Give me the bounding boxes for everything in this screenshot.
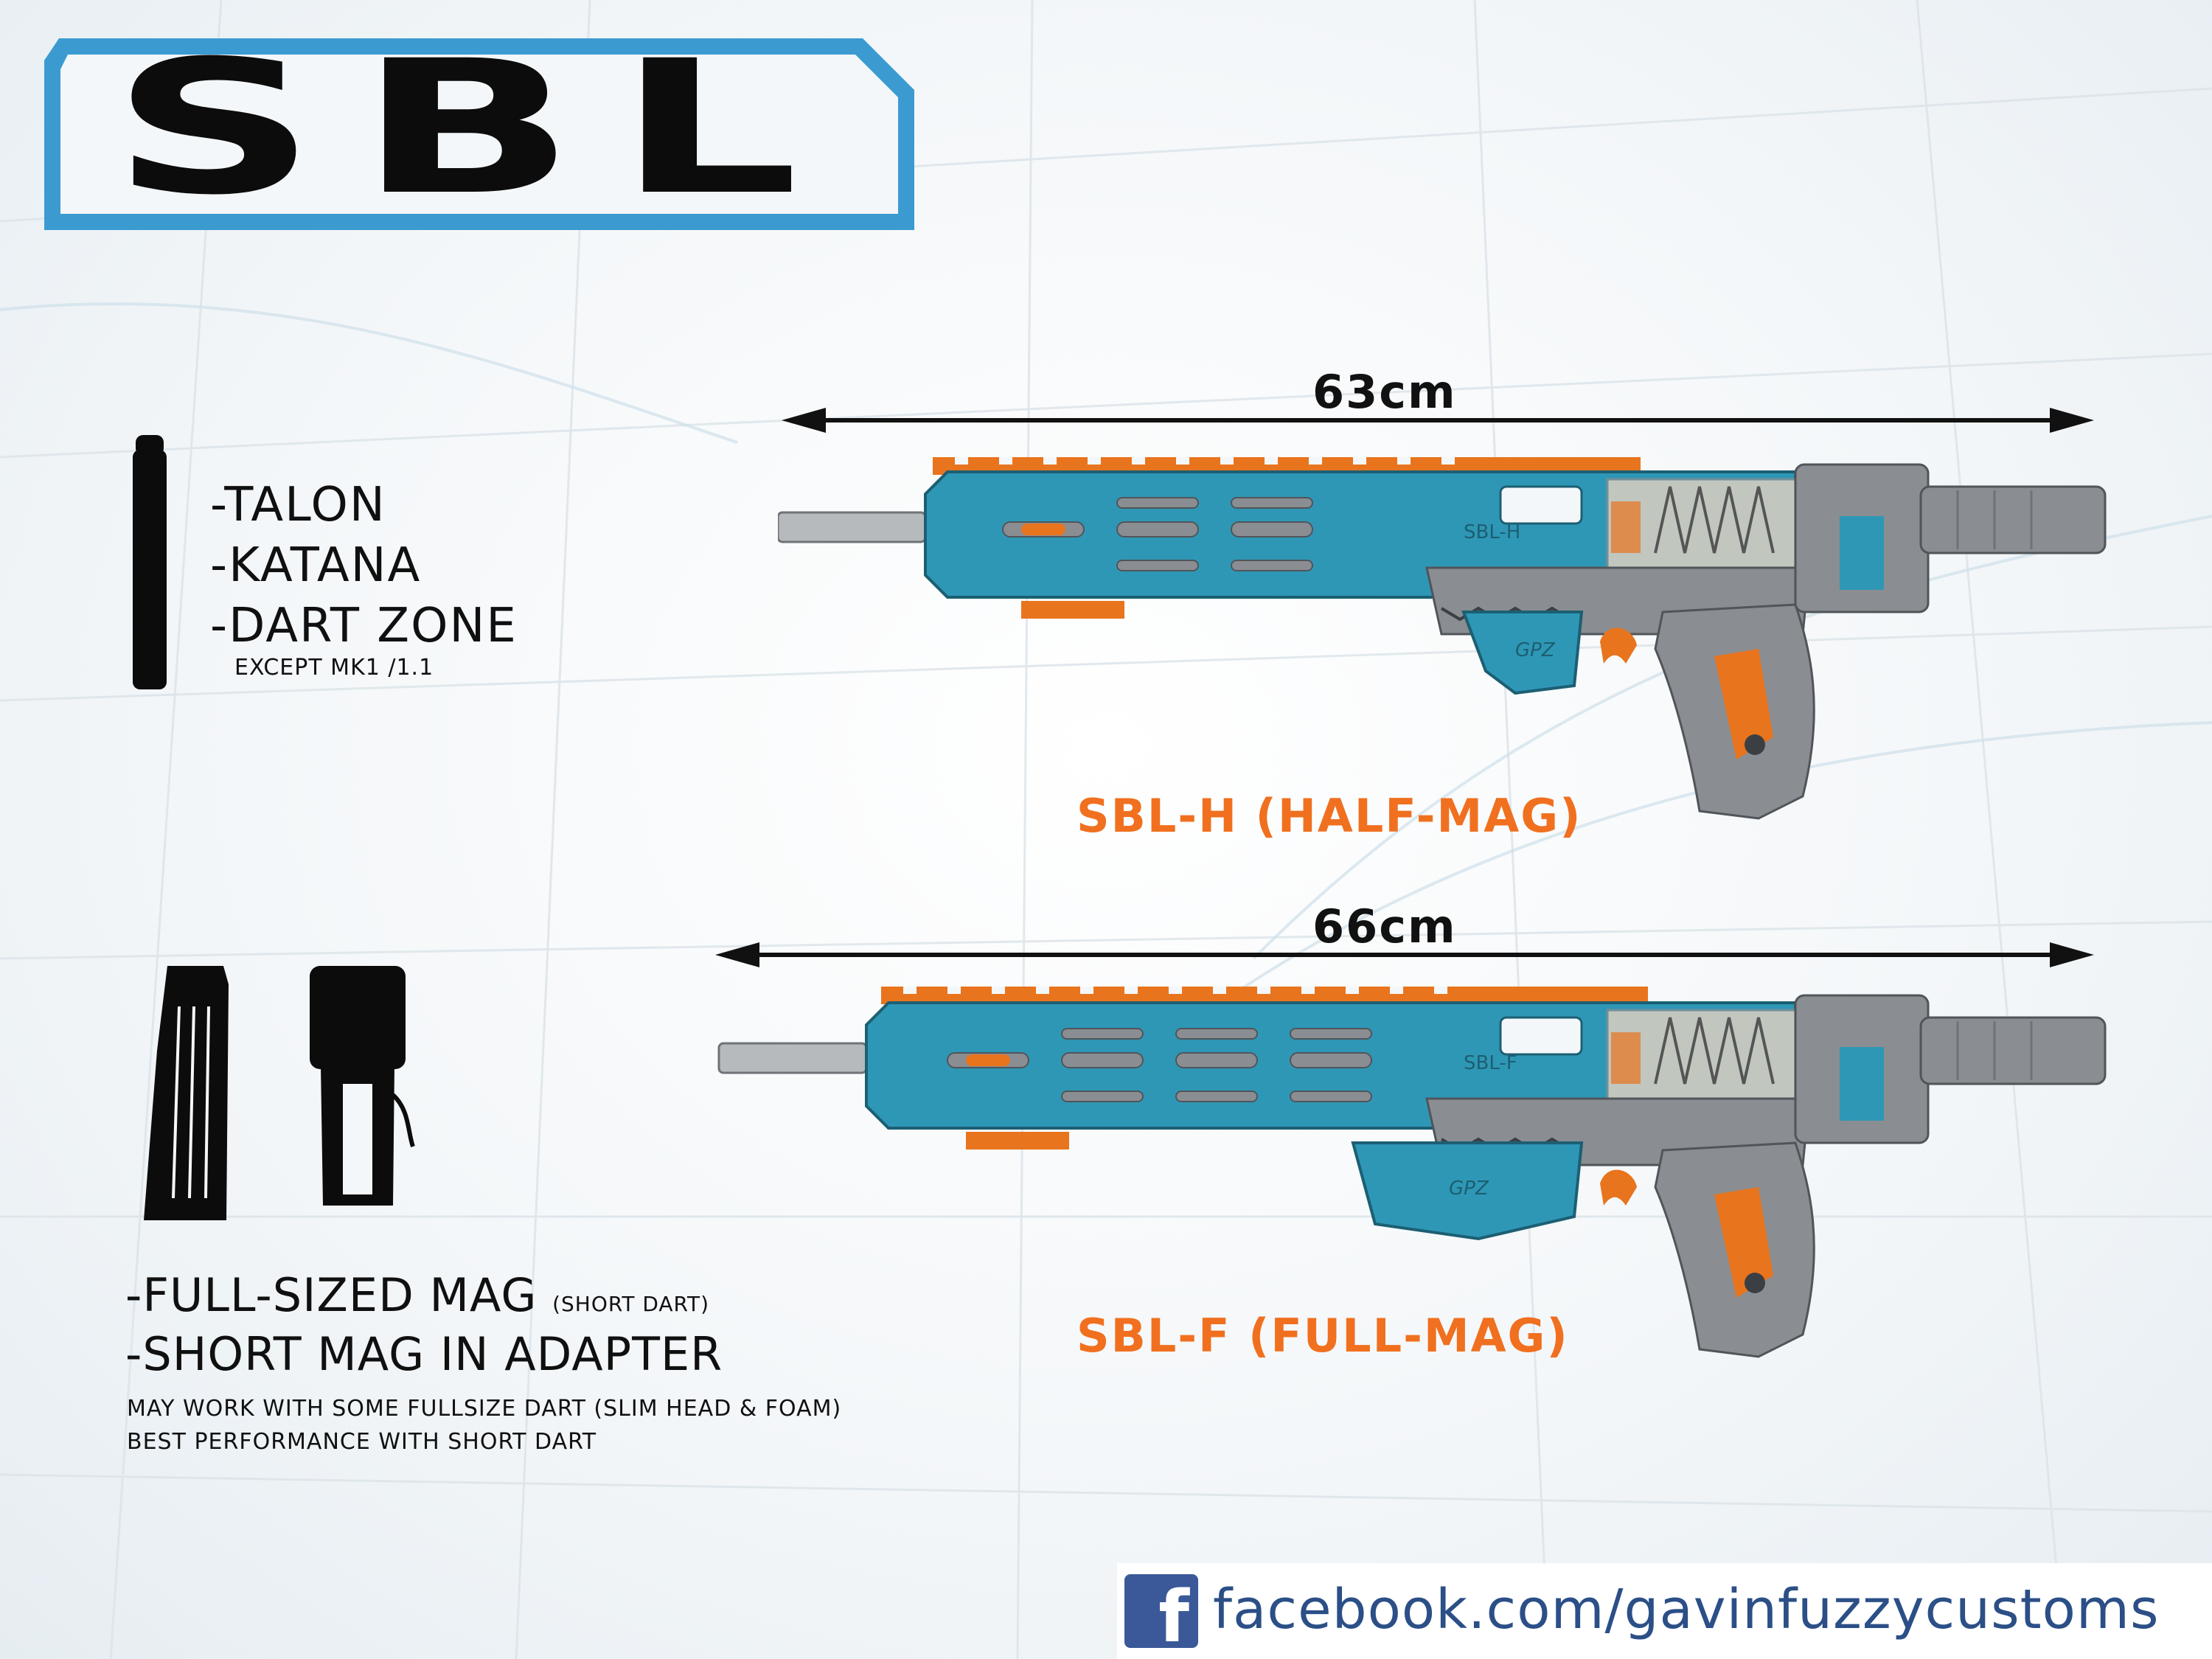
logo-frame (44, 38, 914, 230)
magazine-silhouettes (144, 966, 415, 1220)
dart-zone-note: EXCEPT MK1 /1.1 (234, 655, 434, 681)
dart-silhouette-icon (133, 435, 167, 689)
mag-full-label: -FULL-SIZED MAG (SHORT DART) (125, 1268, 709, 1322)
sbl-f-blaster-illustration: SBL-F GPZ (717, 987, 2107, 1358)
dart-zone-label: -DART ZONE (210, 599, 518, 653)
mag-short-label: -SHORT MAG IN ADAPTER (125, 1327, 723, 1381)
sbl-f-dimension-arrow (715, 942, 2094, 967)
sbl-f-model-label: SBL-F (FULL-MAG) (1077, 1309, 1569, 1363)
sbl-h-length-label: 63cm (1312, 365, 1457, 419)
sbl-h-model-label: SBL-H (HALF-MAG) (1077, 789, 1582, 843)
mag-full-label-text: -FULL-SIZED MAG (125, 1268, 538, 1322)
logo-text: SBL (111, 20, 841, 235)
sbl-h-dimension-arrow (782, 408, 2094, 433)
facebook-icon[interactable]: f (1124, 1574, 1198, 1648)
sbl-h-body-text: SBL-H (1464, 521, 1520, 543)
sbl-h-grip-text: GPZ (1515, 639, 1556, 661)
facebook-link[interactable]: facebook.com/gavinfuzzycustoms (1213, 1578, 2160, 1641)
short-mag-adapter-silhouette-icon (310, 966, 415, 1206)
sbl-f-body-text: SBL-F (1464, 1052, 1517, 1074)
dart-katana-label: -KATANA (210, 538, 422, 593)
mag-note-2: BEST PERFORMANCE WITH SHORT DART (127, 1429, 597, 1455)
sbl-f-grip-text: GPZ (1449, 1178, 1489, 1200)
footer-bar (1117, 1563, 2212, 1659)
mag-full-label-note: (SHORT DART) (552, 1292, 709, 1316)
mag-note-1: MAY WORK WITH SOME FULLSIZE DART (SLIM H… (127, 1396, 842, 1422)
sbl-h-blaster-illustration: SBL-H GPZ (778, 457, 2107, 820)
full-mag-silhouette-icon (144, 966, 229, 1220)
dart-talon-label: -TALON (210, 478, 386, 532)
sbl-f-length-label: 66cm (1312, 900, 1457, 953)
